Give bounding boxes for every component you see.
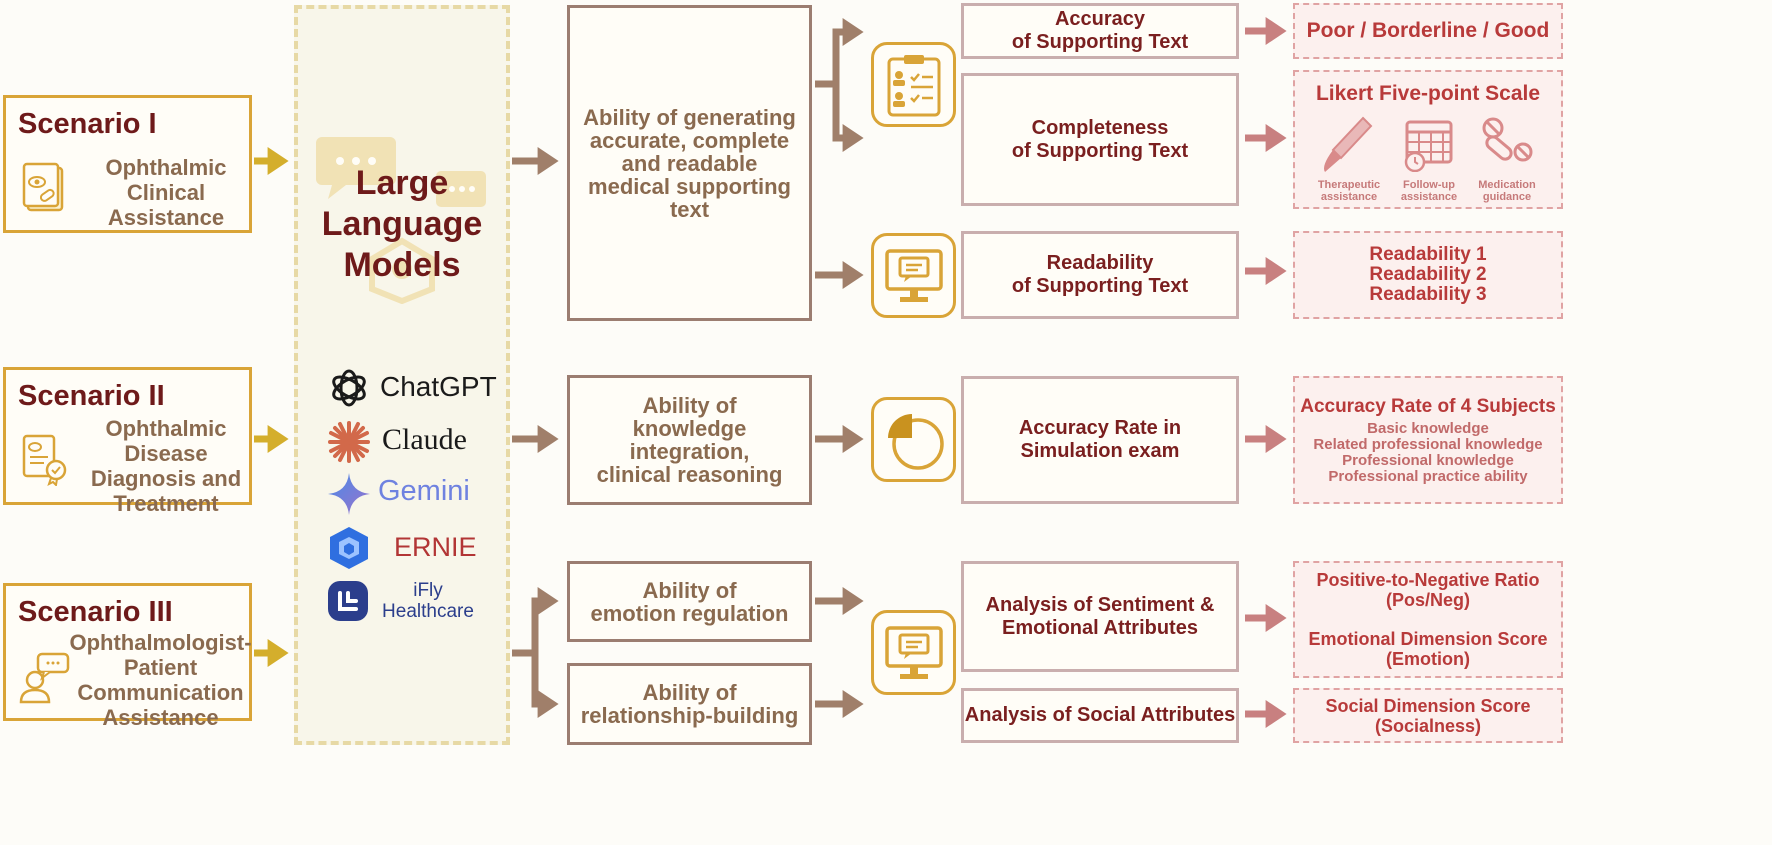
checklist-icon-box: [871, 42, 956, 127]
monitor-chat-icon-box-2: [871, 610, 956, 695]
result-arrows: [1245, 17, 1287, 728]
ability-text-generation: Ability of generating accurate, complete…: [567, 5, 812, 321]
likert-title: Likert Five-point Scale: [1315, 82, 1541, 105]
scenario-arrows: [254, 147, 289, 667]
result-readability: Readability 1 Readability 2 Readability …: [1293, 231, 1563, 319]
speech-bubbles-icon: [316, 137, 486, 304]
exam-subjects-title: Accuracy Rate of 4 Subjects: [1300, 396, 1556, 417]
scalpel-icon: [1324, 116, 1373, 172]
exam-subjects-list: Basic knowledge Related professional kno…: [1313, 420, 1543, 485]
result-accuracy-levels: Poor / Borderline / Good: [1293, 3, 1563, 59]
scenario-1-subtitle: Ophthalmic Clinical Assistance: [105, 155, 227, 230]
ability-arrows: [512, 18, 864, 718]
metric-sentiment: Analysis of Sentiment &Emotional Attribu…: [961, 561, 1239, 672]
pie-chart-icon: [888, 414, 944, 470]
metric-social: Analysis of Social Attributes: [961, 688, 1239, 743]
ability-knowledge-reasoning: Ability of knowledge integration, clinic…: [567, 375, 812, 505]
result-social-score: Social Dimension Score (Socialness): [1293, 688, 1563, 743]
claude-logo-icon: [328, 421, 370, 463]
ernie-label: ERNIE: [394, 532, 477, 562]
result-sentiment-scores: Positive-to-Negative Ratio (Pos/Neg) Emo…: [1293, 561, 1563, 678]
scenario-1-title: Scenario I: [18, 108, 157, 140]
monitor-chat-icon: [885, 626, 943, 679]
doctor-chat-icon: [19, 652, 70, 704]
ability-emotion-regulation: Ability of emotion regulation: [567, 561, 812, 642]
checklist-icon: [887, 55, 941, 117]
ifly-label: iFly Healthcare: [382, 580, 474, 622]
scenario-3-title: Scenario III: [18, 596, 173, 628]
ifly-logo-icon: [328, 581, 368, 621]
scenario-3-box: Scenario III Ophthalmologist- Patient Co…: [3, 583, 252, 730]
scenario-1-box: Scenario I Ophthalmic Clinical Assistanc…: [3, 95, 252, 233]
certificate-icon: [22, 434, 67, 486]
clinical-document-icon: [22, 162, 64, 212]
gemini-label: Gemini: [378, 475, 470, 507]
llm-title: Large Language Models: [321, 164, 483, 284]
calendar-clock-icon: [1404, 120, 1453, 172]
ability-relationship-building: Ability of relationship-building: [567, 663, 812, 745]
scenario-2-box: Scenario II Ophthalmic Disease Diagnosis…: [3, 367, 252, 516]
scenario-3-subtitle: Ophthalmologist- Patient Communication A…: [69, 630, 252, 730]
monitor-chat-icon-box-1: [871, 233, 956, 318]
scenario-2-title: Scenario II: [18, 380, 165, 412]
monitor-chat-icon: [885, 249, 943, 302]
ernie-logo-icon: [330, 527, 368, 569]
chatgpt-label: ChatGPT: [380, 371, 497, 402]
claude-label: Claude: [382, 423, 467, 456]
pills-icon: [1482, 117, 1533, 162]
result-exam-subjects: Accuracy Rate of 4 Subjects Basic knowle…: [1293, 376, 1563, 504]
pie-chart-icon-box: [871, 397, 956, 482]
llm-panel: Large Language Models ChatGPT Claude Gem…: [294, 5, 510, 745]
openai-logo-icon: [332, 369, 366, 407]
scenario-2-subtitle: Ophthalmic Disease Diagnosis and Treatme…: [90, 416, 242, 516]
gemini-logo-icon: [328, 473, 370, 515]
